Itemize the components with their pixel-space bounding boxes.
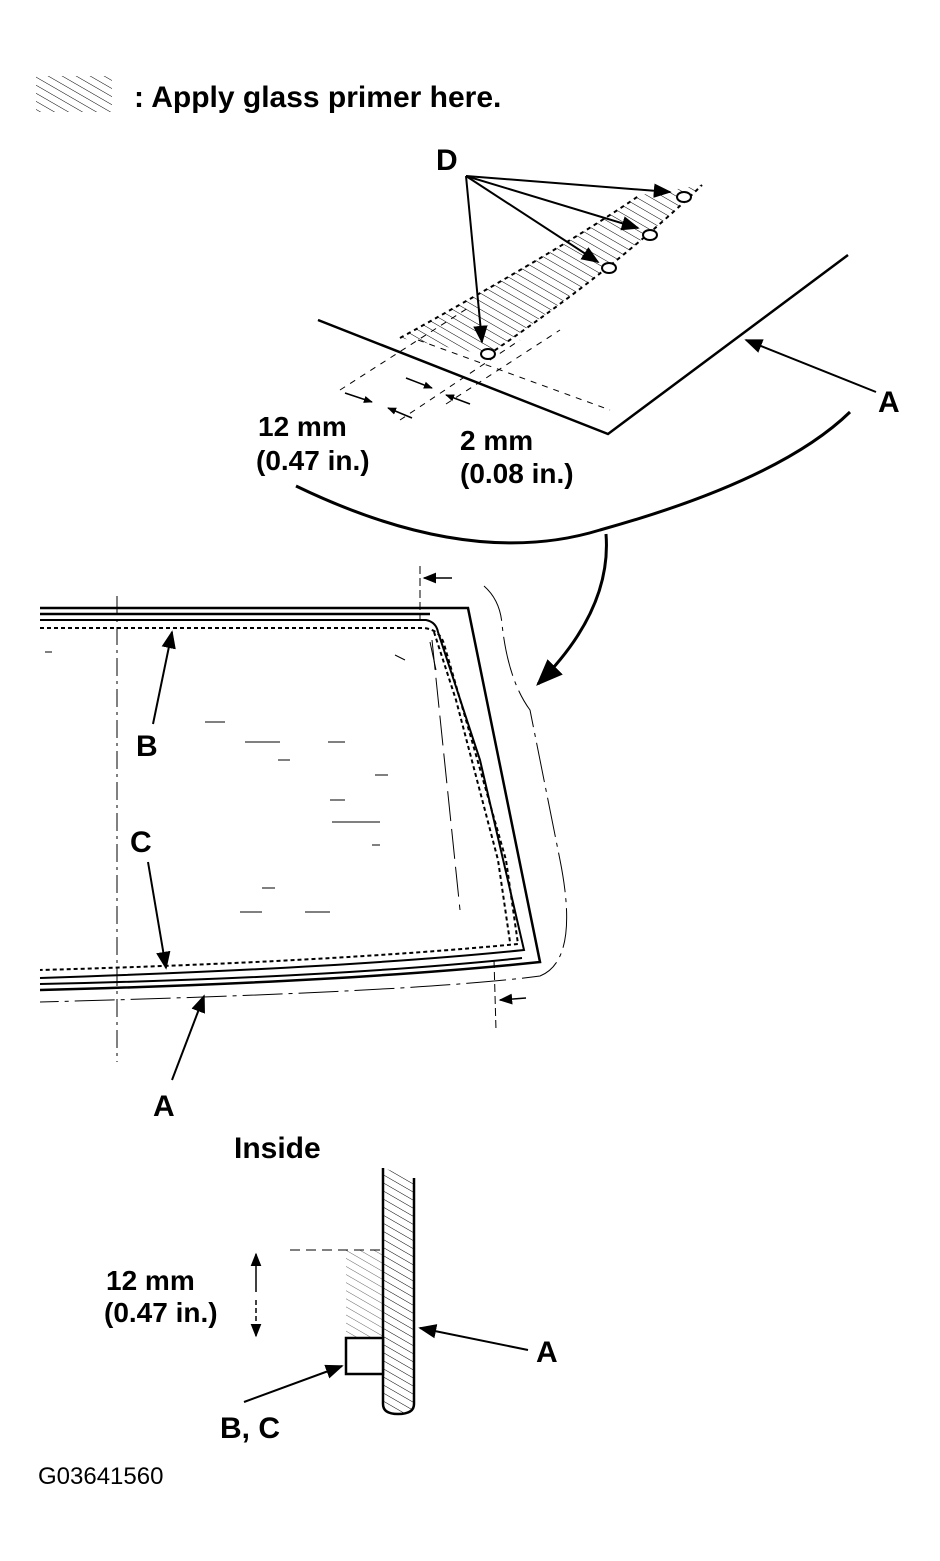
label-a-detail: A — [878, 386, 900, 419]
label-a-main: A — [153, 1090, 175, 1123]
detail-dim-line — [417, 339, 611, 411]
section-glass — [381, 1168, 416, 1416]
glass-inner-edge — [39, 619, 526, 979]
b-leader — [152, 630, 176, 725]
dim-arrow — [445, 394, 471, 405]
glass-reflections — [45, 639, 461, 913]
section-label-a: A — [536, 1336, 558, 1369]
hatch-swatch-icon — [36, 76, 112, 112]
legend: : Apply glass primer here. — [36, 76, 501, 114]
detail-primer-edge-1 — [399, 194, 641, 339]
label-d: D — [436, 144, 458, 177]
dim-arrow — [344, 392, 373, 403]
figure-id: G03641560 — [38, 1463, 163, 1490]
spacer-d — [601, 262, 617, 274]
spacer-d — [676, 191, 692, 203]
section-view: Inside 12 mm (0.47 in.) A B, C — [104, 1132, 558, 1445]
a-leader — [744, 339, 877, 393]
section-block — [344, 1336, 385, 1376]
legend-text: : Apply glass primer here. — [134, 81, 501, 114]
detail-bubble-arc — [295, 410, 852, 545]
d-leader — [465, 175, 640, 231]
section-bc-leader — [243, 1364, 344, 1403]
section-dim-line2: (0.47 in.) — [104, 1297, 218, 1328]
a-leader-main — [171, 994, 205, 1081]
dim-arrow — [405, 377, 433, 389]
window-view: B C A — [39, 566, 568, 1123]
detail-dim-line — [399, 339, 521, 421]
detail-dim-line — [339, 307, 469, 391]
dim2-line2: (0.08 in.) — [460, 458, 574, 489]
spacer-d — [480, 348, 496, 360]
d-leader — [465, 175, 672, 198]
detail-glass-outline — [317, 253, 849, 436]
detail-dim-line — [445, 329, 561, 405]
section-dim-line1: 12 mm — [106, 1265, 195, 1296]
primer-dotted-line — [39, 627, 520, 971]
primer-dotted-line-2 — [433, 631, 511, 943]
label-c: C — [130, 826, 152, 859]
dim2-line1: 2 mm — [460, 425, 533, 456]
phantom-outline — [39, 585, 568, 1003]
detail-callout-arrow — [536, 533, 608, 686]
section-a-leader — [418, 1324, 529, 1351]
section-label-bc: B, C — [220, 1412, 280, 1445]
d-leader — [465, 175, 488, 344]
detail-view: D A 12 mm (0.47 in.) 2 mm (0.08 in.) — [256, 144, 900, 686]
section-title: Inside — [234, 1132, 321, 1165]
dim-tick — [493, 959, 497, 1031]
dim1-line2: (0.47 in.) — [256, 445, 370, 476]
dim-arrow — [498, 993, 527, 1005]
d-leader — [465, 175, 600, 263]
spacer-d — [642, 229, 658, 241]
glass-bottom-edge-2 — [39, 957, 523, 985]
label-b: B — [136, 730, 158, 763]
detail-primer-edge-2 — [487, 184, 703, 356]
c-leader — [147, 861, 171, 970]
section-primer-area — [346, 1250, 383, 1338]
glass-outer-edge — [39, 606, 542, 992]
detail-primer-band — [400, 185, 702, 355]
dim1-line1: 12 mm — [258, 411, 347, 442]
dim-arrow — [387, 407, 413, 419]
